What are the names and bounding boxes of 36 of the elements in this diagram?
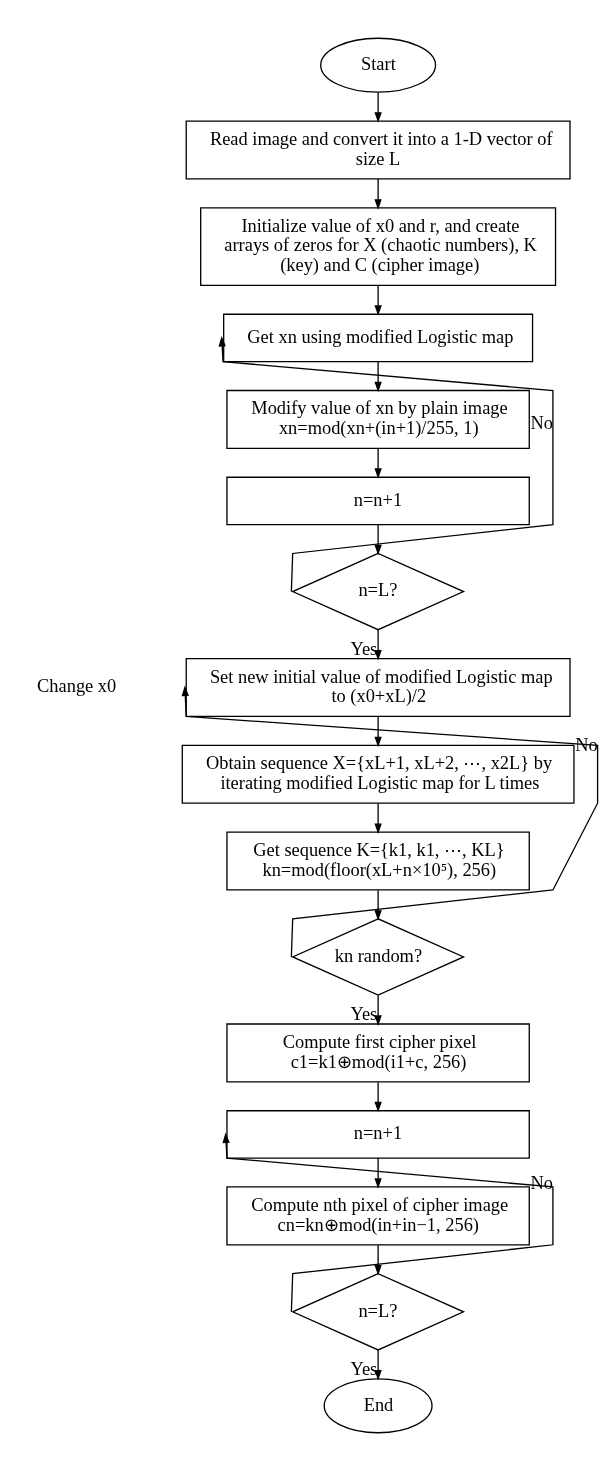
arrow [374, 447, 382, 479]
edge-label: Yes [350, 1358, 378, 1379]
arrow [374, 802, 382, 834]
node-box: Compute nth pixel of cipher image cn=kn⊕mod(in+in−1, 256) [226, 1185, 530, 1245]
node-box: Read image and convert it into a 1-D vector of size L [185, 119, 571, 180]
node-diamond: n=L? [291, 1272, 466, 1351]
edge-label: Yes [350, 1003, 378, 1024]
edge-label: Yes [350, 638, 378, 659]
arrow [374, 284, 382, 316]
node-box: n=n+1 [226, 1109, 530, 1159]
node-box: n=n+1 [226, 476, 530, 525]
node-ellipse: End [323, 1377, 433, 1433]
node-box: Get xn using modified Logistic map [223, 313, 534, 362]
arrow [374, 1081, 382, 1112]
node-diamond: kn random? [291, 917, 466, 996]
node-box: Modify value of xn by plain image xn=mod(xn+(in+1)/255, 1) [226, 389, 530, 449]
node-diamond: n=L? [291, 552, 466, 630]
arrow [218, 335, 554, 592]
arrow [374, 1244, 382, 1275]
arrow [374, 1156, 382, 1189]
node-box: Initialize value of x0 and r, and create arrays of zeros for X (chaotic numbers), K (key) and C (cipher image) [200, 206, 557, 286]
node-box: Get sequence K={k1, k1, ⋯, KL} kn=mod(floor(xL+n×10⁵), 256) [226, 830, 530, 891]
arrow [374, 177, 382, 210]
node-box: Set new initial value of modified Logistic map to (x0+xL)/2 [185, 657, 571, 717]
arrow [374, 994, 382, 1026]
arrow [222, 1131, 554, 1312]
arrow [374, 91, 382, 123]
node-box: Compute first cipher pixel c1=k1⊕mod(i1+c, 256) [226, 1022, 530, 1082]
arrow [374, 523, 382, 555]
arrow [374, 715, 382, 747]
arrow [374, 360, 382, 392]
node-ellipse: Start [320, 37, 437, 93]
arrow [374, 889, 382, 921]
label: Change x0 [37, 675, 117, 696]
node-box: Obtain sequence X={xL+1, xL+2, ⋯, x2L} by iterating modified Logistic map for L times [181, 744, 575, 804]
arrow [181, 685, 599, 958]
